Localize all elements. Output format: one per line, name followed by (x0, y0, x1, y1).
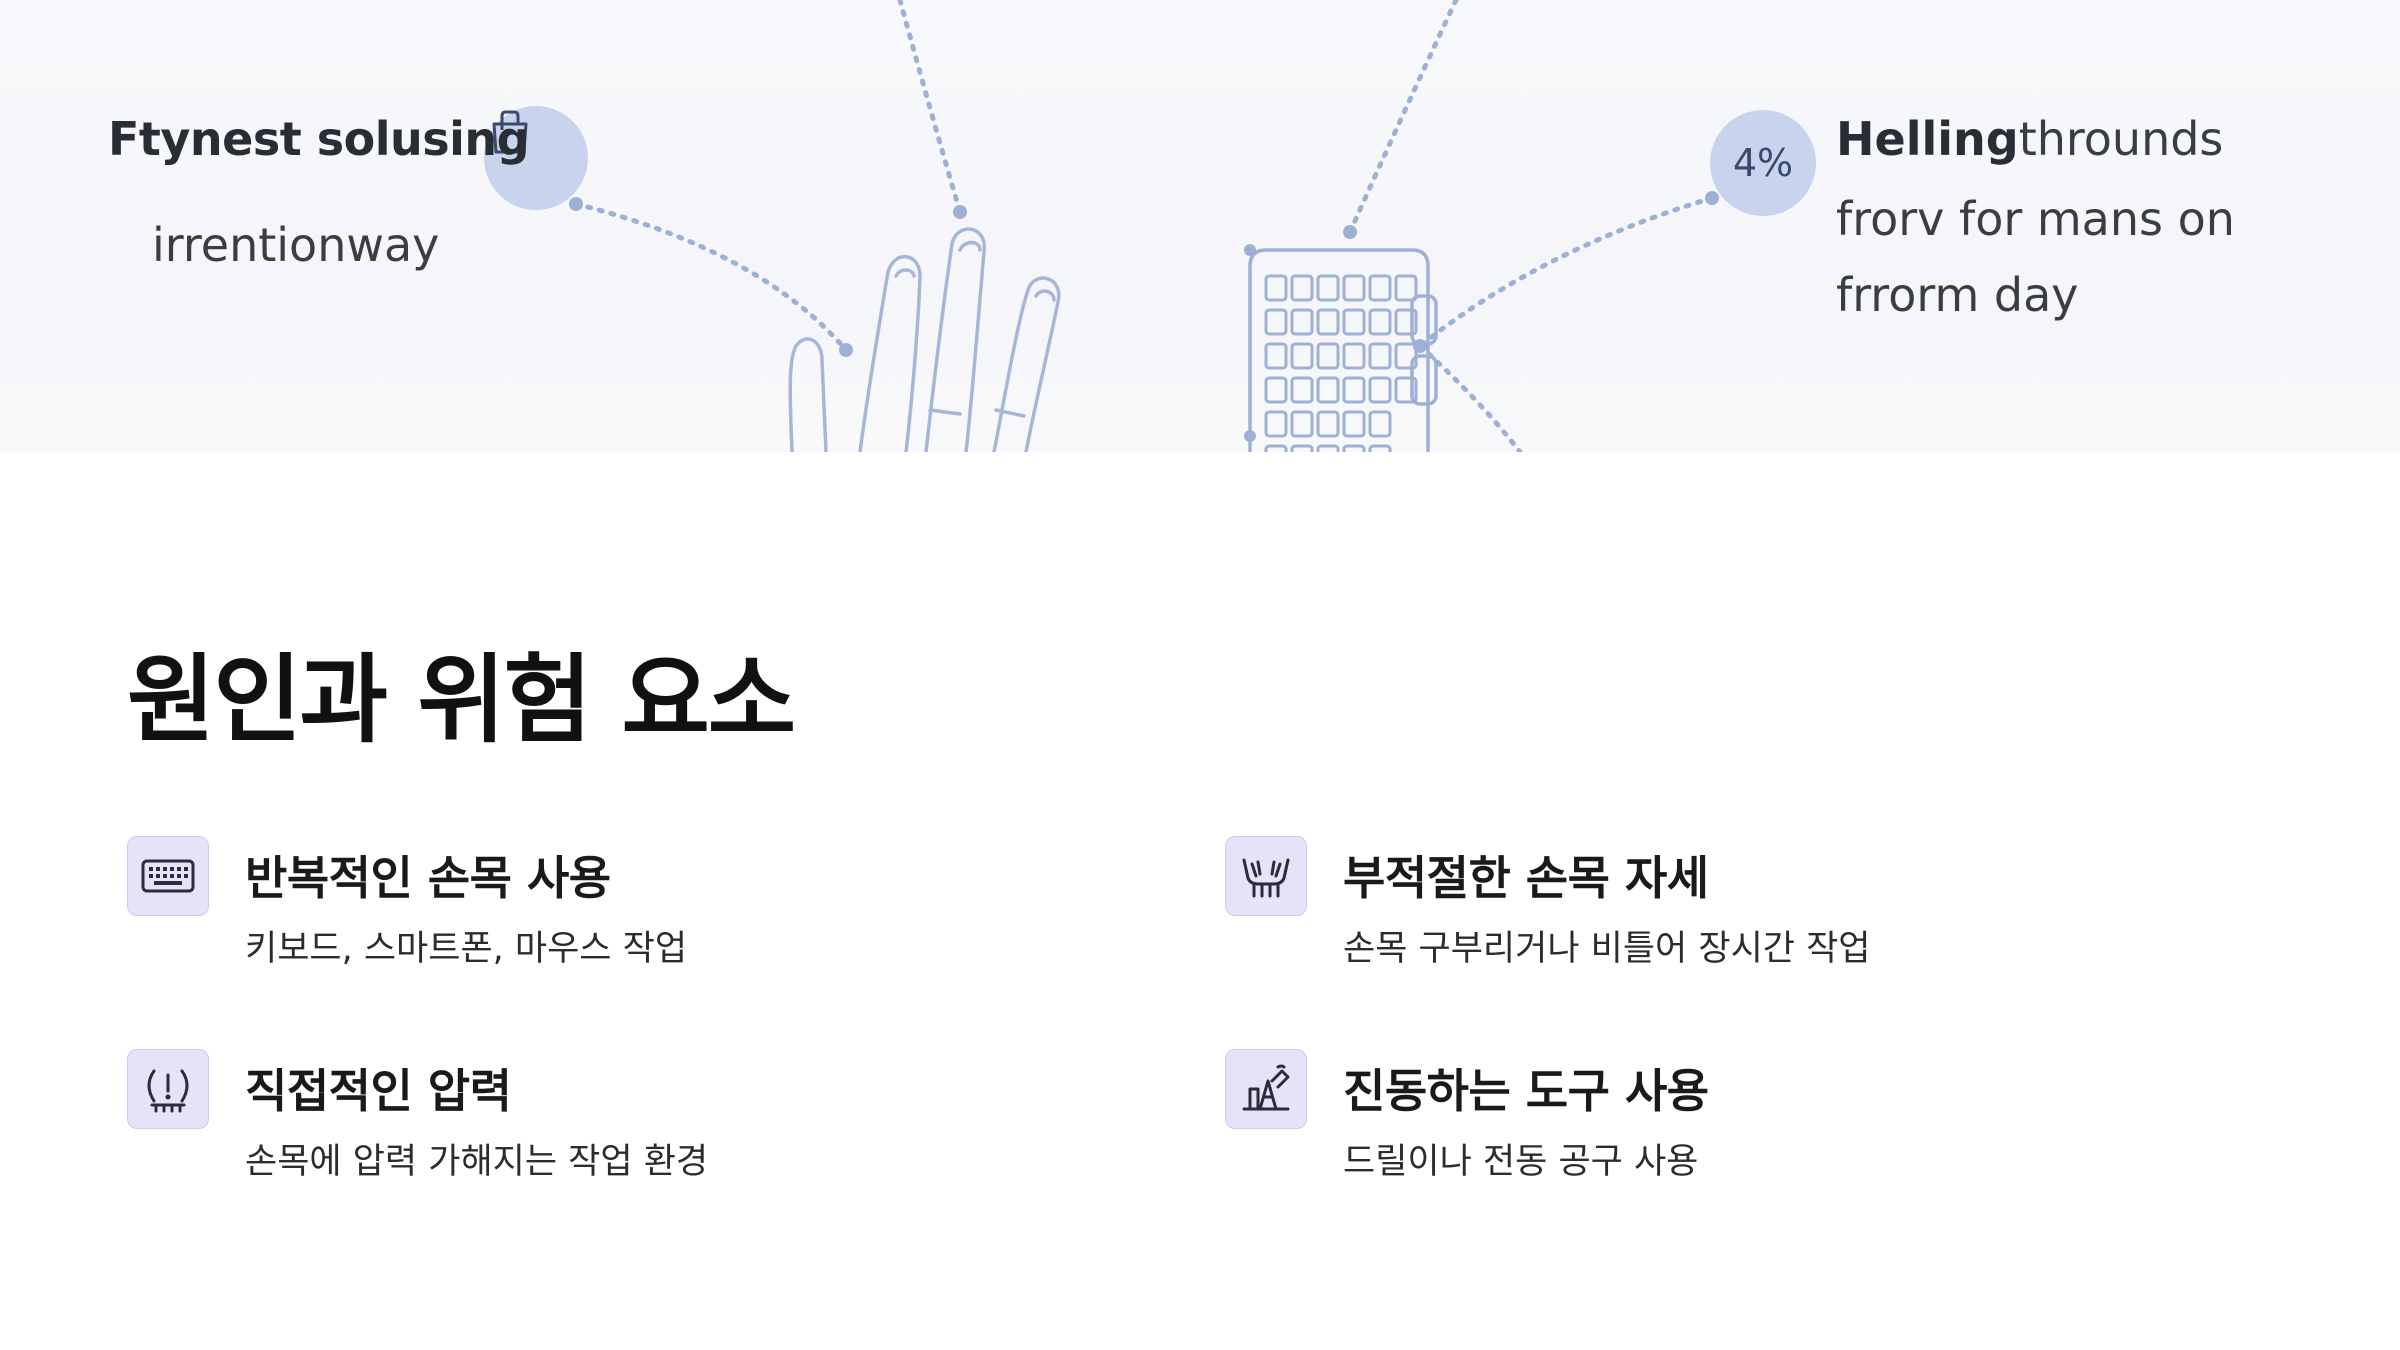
key-shape (1290, 376, 1314, 404)
key-shape (1342, 274, 1366, 302)
hero-illustration: 4% Ftynest solusing irrentionway Helling… (0, 0, 2400, 452)
key-shape (1394, 274, 1418, 302)
key-shape (1342, 410, 1366, 438)
key-shape (1264, 376, 1288, 404)
risk-item-improper-posture: 부적절한 손목 자세 손목 구부리거나 비틀어 장시간 작업 (1225, 836, 2225, 986)
key-shape (1394, 308, 1418, 336)
key-shape (1264, 274, 1288, 302)
key-shape (1290, 444, 1314, 452)
item-title: 진동하는 도구 사용 (1343, 1064, 1709, 1118)
shopping-bag-badge (484, 106, 588, 210)
item-desc: 키보드, 스마트폰, 마우스 작업 (245, 929, 688, 969)
key-shape (1316, 444, 1340, 452)
key-shape (1290, 410, 1314, 438)
keyboard-icon (141, 859, 195, 893)
item-desc: 손목 구부리거나 비틀어 장시간 작업 (1343, 929, 1871, 969)
key-shape (1368, 444, 1392, 452)
hero-left-title: Ftynest solusing (108, 112, 530, 166)
hero-right-title-rest: throunds (2018, 112, 2224, 166)
key-shape (1316, 274, 1340, 302)
key-shape (1290, 274, 1314, 302)
hero-right-title-bold: Helling (1836, 112, 2019, 166)
risk-item-direct-pressure: 직접적인 압력 손목에 압력 가해지는 작업 환경 (127, 1049, 1127, 1199)
icon-box (127, 1049, 209, 1129)
key-shape (1368, 410, 1392, 438)
item-title: 부적절한 손목 자세 (1343, 851, 1709, 905)
key-shape (1264, 444, 1288, 452)
item-title: 반복적인 손목 사용 (245, 851, 611, 905)
vibrating-tool-icon (1242, 1064, 1290, 1111)
hands-icon (1242, 858, 1290, 898)
key-shape (1290, 342, 1314, 370)
key-shape (1264, 410, 1288, 438)
keyboard-illustration (1248, 248, 1438, 452)
hero-right-line-3: frrorm day (1836, 268, 2079, 322)
hero-right-title: Hellingthrounds (1836, 112, 2223, 166)
key-shape (1290, 308, 1314, 336)
key-shape (1342, 444, 1366, 452)
item-desc: 드릴이나 전동 공구 사용 (1343, 1142, 1699, 1182)
key-shape (1368, 342, 1392, 370)
icon-box (1225, 836, 1307, 916)
risk-item-repetitive-use: 반복적인 손목 사용 키보드, 스마트폰, 마우스 작업 (127, 836, 1127, 986)
risk-item-vibrating-tool: 진동하는 도구 사용 드릴이나 전동 공구 사용 (1225, 1049, 2225, 1199)
item-title: 직접적인 압력 (245, 1064, 512, 1118)
key-shape (1316, 342, 1340, 370)
hero-left-subtitle: irrentionway (152, 218, 440, 272)
section-title: 원인과 위험 요소 (127, 644, 796, 756)
key-shape (1316, 376, 1340, 404)
key-shape (1264, 342, 1288, 370)
shopping-bag-icon (492, 110, 528, 154)
key-shape (1342, 308, 1366, 336)
pressure-warning-icon (147, 1069, 189, 1113)
key-shape (1342, 342, 1366, 370)
key-shape (1368, 274, 1392, 302)
key-shape (1368, 376, 1392, 404)
percent-badge: 4% (1710, 110, 1816, 216)
icon-box (1225, 1049, 1307, 1129)
key-shape (1394, 376, 1418, 404)
key-shape (1368, 308, 1392, 336)
key-shape (1394, 342, 1418, 370)
key-shape (1316, 410, 1340, 438)
hero-line-art (569, 0, 1719, 452)
hero-right-line-2: frorv for mans on (1836, 192, 2235, 246)
key-shape (1264, 308, 1288, 336)
item-desc: 손목에 압력 가해지는 작업 환경 (245, 1142, 709, 1182)
hand-illustration (788, 227, 1061, 452)
key-shape (1316, 308, 1340, 336)
icon-box (127, 836, 209, 916)
key-shape (1342, 376, 1366, 404)
